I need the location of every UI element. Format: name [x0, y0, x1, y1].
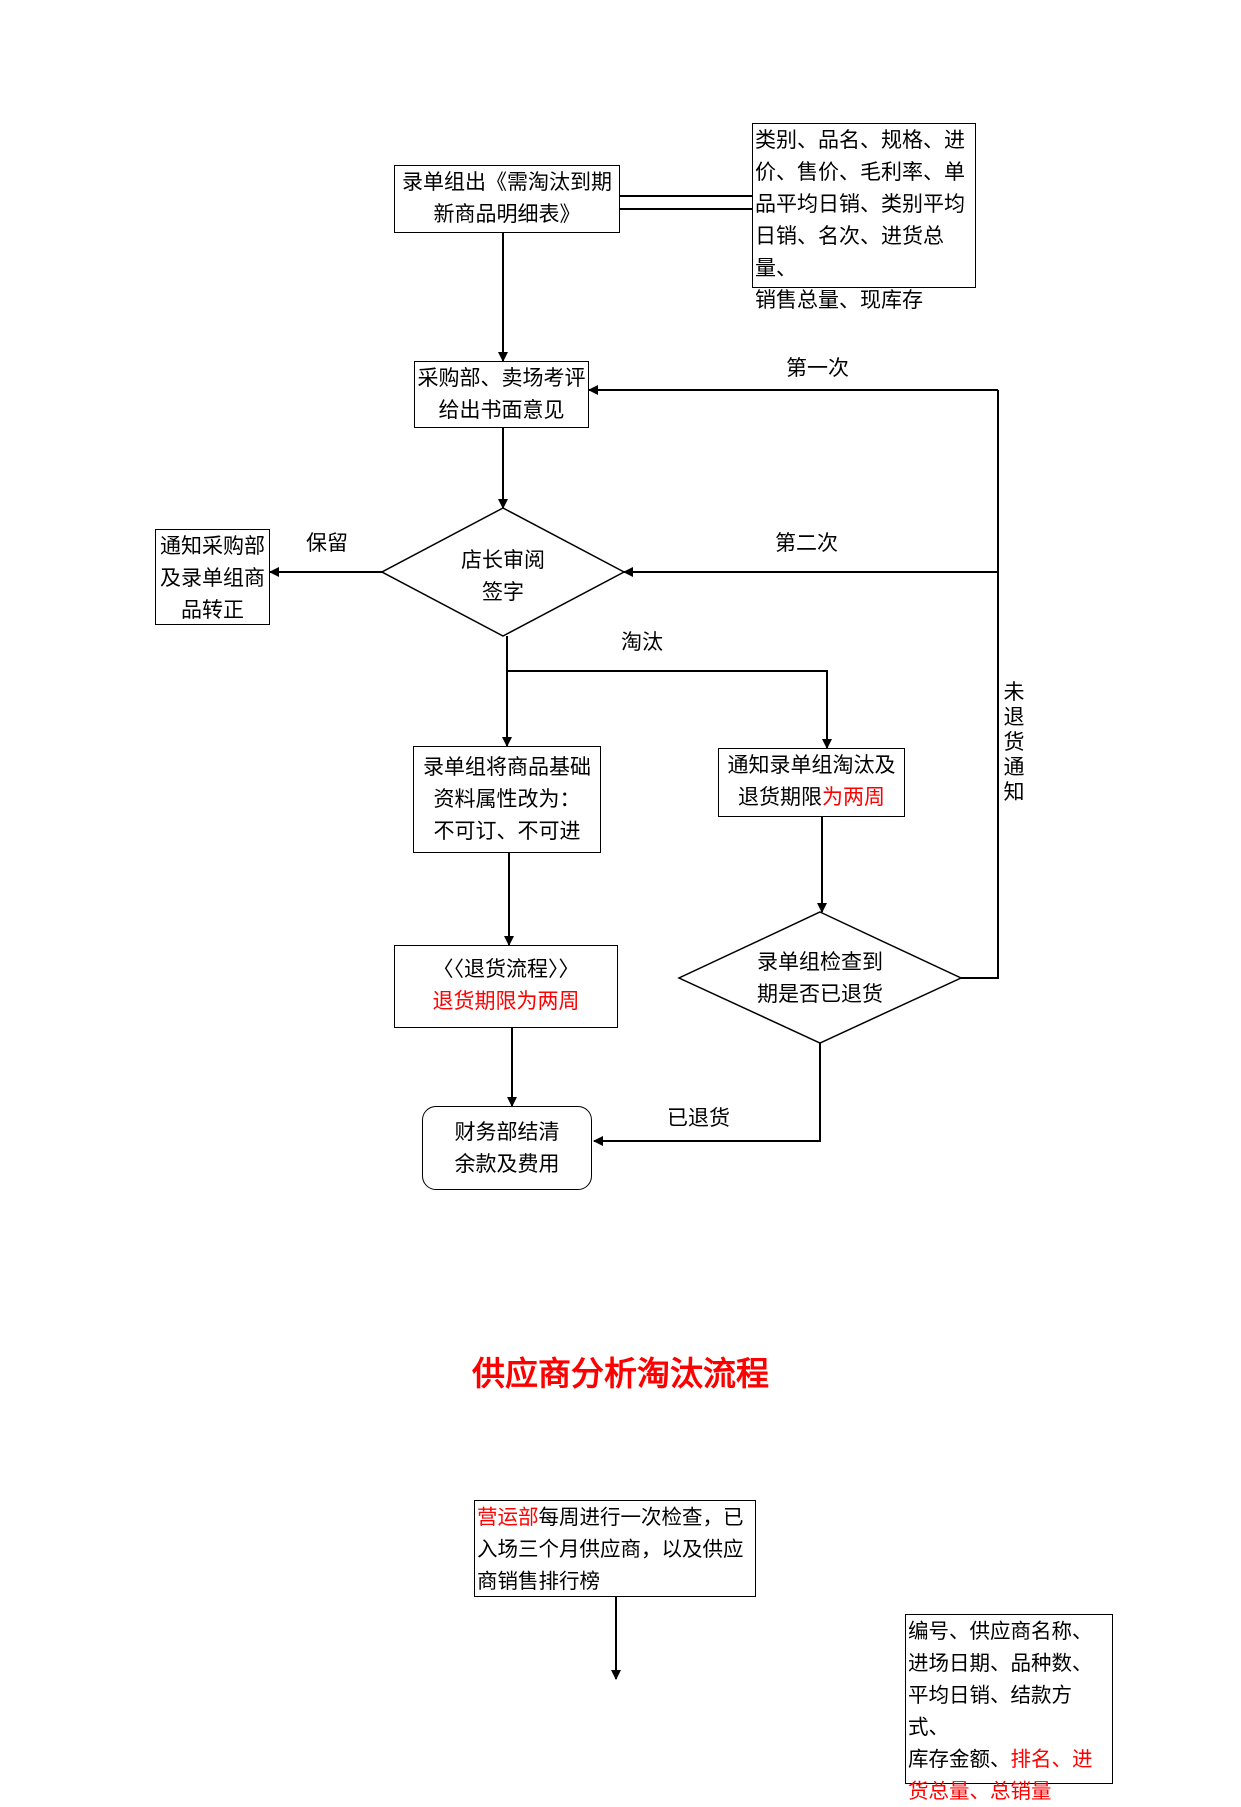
diamond-check-text: 录单组检查到 期是否已退货	[724, 946, 916, 1010]
box-detail-list: 录单组出《需淘汰到期 新商品明细表》	[394, 165, 620, 233]
box-review: 采购部、卖场考评 给出书面意见	[414, 361, 589, 428]
box-notify-eliminate: 通知录单组淘汰及 退货期限为两周	[718, 748, 905, 817]
box-supplier-line4: 库存金额、排名、进	[908, 1743, 1112, 1775]
label-returned: 已退货	[667, 1106, 730, 1130]
box-weekly-line3: 商销售排行榜	[477, 1569, 600, 1593]
box-weekly-line2: 入场三个月供应商，以及供应	[477, 1537, 744, 1561]
label-first-time: 第一次	[786, 356, 849, 380]
box-keep: 通知采购部 及录单组商 品转正	[155, 529, 270, 625]
label-keep: 保留	[306, 531, 348, 555]
connector-not-returned-loop	[961, 390, 999, 979]
box-fields-line5: 销售总量、现库存	[755, 288, 923, 312]
box-review-line1: 采购部、卖场考评	[417, 366, 586, 390]
box-supplier-line5: 货总量、总销量	[908, 1779, 1052, 1803]
box-notify-line1: 通知录单组淘汰及	[727, 753, 896, 777]
box-supplier-line2: 进场日期、品种数、	[908, 1651, 1093, 1675]
box-finance-line2: 余款及费用	[454, 1152, 560, 1176]
arrow-check-to-finance	[593, 1043, 821, 1146]
box-attr-line1: 录单组将商品基础	[423, 755, 591, 779]
arrow-eliminate-to-notify	[507, 670, 832, 749]
box-attr-line3: 不可订、不可进	[433, 819, 581, 843]
box-finance: 财务部结清 余款及费用	[422, 1106, 592, 1190]
box-supplier-line1: 编号、供应商名称、	[908, 1619, 1093, 1643]
diamond-manager-line1: 店长审阅	[461, 548, 545, 572]
diamond-check-shape	[677, 911, 963, 1044]
box-attribute-change: 录单组将商品基础 资料属性改为： 不可订、不可进	[413, 746, 601, 853]
box-weekly-line1-rest: 每周进行一次检查，已	[538, 1505, 744, 1529]
box-notify-line2: 退货期限为两周	[719, 781, 904, 813]
box-detail-list-line1: 录单组出《需淘汰到期	[402, 170, 612, 194]
diamond-check-line2: 期是否已退货	[757, 982, 883, 1006]
box-notify-line2-red: 为两周	[822, 785, 885, 809]
box-fields-line1: 类别、品名、规格、进	[755, 128, 965, 152]
box-keep-line1: 通知采购部	[160, 534, 265, 558]
box-return-line1: 〈〈退货流程〉〉	[432, 957, 580, 981]
box-supplier-line4-red: 排名、进	[1010, 1747, 1093, 1771]
box-fields-line4: 日销、名次、进货总量、	[755, 224, 944, 280]
box-review-line2: 给出书面意见	[438, 398, 565, 422]
box-supplier-line4-black: 库存金额、	[908, 1747, 1011, 1771]
box-supplier-line3: 平均日销、结款方式、	[908, 1683, 1072, 1739]
box-fields-line3: 品平均日销、类别平均	[755, 192, 965, 216]
diamond-manager-shape	[380, 507, 626, 637]
box-return-line2: 退货期限为两周	[432, 989, 580, 1013]
box-keep-line3: 品转正	[181, 598, 244, 622]
box-supplier-fields: 编号、供应商名称、 进场日期、品种数、 平均日销、结款方式、 库存金额、排名、进…	[905, 1614, 1113, 1803]
box-weekly-check: 营运部每周进行一次检查，已 入场三个月供应商，以及供应 商销售排行榜	[474, 1500, 756, 1597]
box-weekly-line1: 营运部每周进行一次检查，已	[477, 1501, 755, 1533]
box-keep-line2: 及录单组商	[160, 566, 265, 590]
flowchart-connectors	[269, 195, 999, 1680]
box-notify-line2-black: 退货期限	[738, 785, 822, 809]
box-fields-line2: 价、售价、毛利率、单	[755, 160, 965, 184]
box-fields: 类别、品名、规格、进 价、售价、毛利率、单 品平均日销、类别平均 日销、名次、进…	[752, 123, 976, 312]
box-detail-list-line2: 新商品明细表》	[433, 202, 581, 226]
section-title: 供应商分析淘汰流程	[472, 1354, 769, 1393]
label-eliminate: 淘汰	[621, 630, 663, 654]
diamond-manager-line2: 签字	[482, 580, 524, 604]
box-weekly-red: 营运部	[477, 1505, 539, 1529]
box-return-process: 〈〈退货流程〉〉 退货期限为两周	[394, 945, 618, 1028]
label-not-returned-notice: 未退货通知	[1003, 680, 1025, 804]
diamond-check-line1: 录单组检查到	[757, 950, 883, 974]
box-finance-line1: 财务部结清	[454, 1120, 560, 1144]
diamond-manager-text: 店长审阅 签字	[420, 544, 586, 608]
box-attr-line2: 资料属性改为：	[433, 787, 581, 811]
label-second-time: 第二次	[775, 531, 838, 555]
